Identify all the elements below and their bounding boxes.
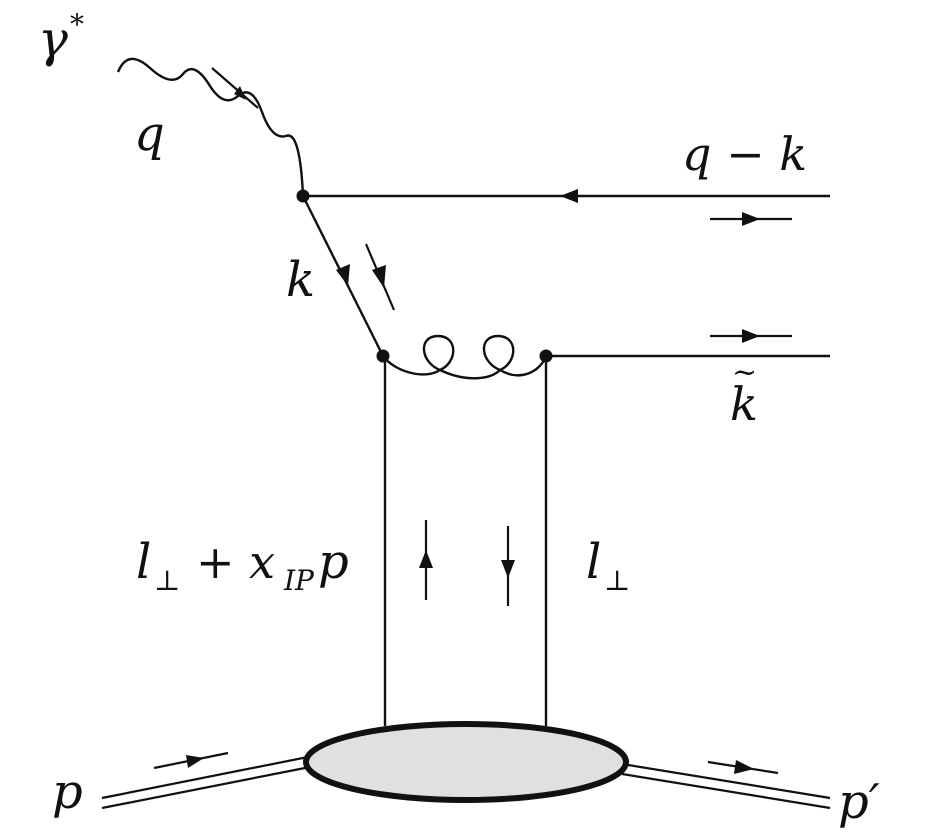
- label-photon: γ: [38, 10, 68, 68]
- label-p-in-sum: p: [318, 534, 349, 590]
- q-minus-k-arrowhead: [560, 189, 578, 203]
- label-k-tilde-accent: ~: [732, 355, 757, 390]
- label-q: q: [134, 106, 165, 162]
- photon-momentum-arrowhead: [234, 86, 246, 100]
- label-k-tilde: k: [730, 377, 758, 431]
- q-minus-k-momentum-arrowhead: [742, 212, 760, 226]
- label-q-minus-k: q − k: [682, 127, 807, 181]
- up-momentum-arrowhead: [419, 550, 433, 568]
- k-momentum-arrowhead: [372, 265, 386, 288]
- gluon-loops: [382, 334, 548, 380]
- label-l-perp-right: l: [586, 534, 601, 590]
- label-p: p: [52, 764, 83, 820]
- proton-in-momentum-arrowhead: [186, 755, 204, 768]
- proton-out-line-2: [621, 772, 831, 810]
- photon-momentum-arrow: [211, 67, 259, 109]
- label-l-perp-left: l: [136, 534, 151, 590]
- proton-out-momentum-arrowhead: [734, 760, 754, 774]
- proton-out-line-1: [621, 762, 831, 800]
- label-p-prime: p′: [838, 774, 880, 830]
- label-l-perp-right-sub: ⊥: [604, 564, 630, 597]
- k-tilde-momentum-arrowhead: [742, 329, 760, 343]
- proton-in-line-2: [101, 765, 311, 810]
- proton-blob: [303, 721, 629, 803]
- label-photon-star: *: [70, 8, 84, 41]
- label-k: k: [286, 252, 315, 308]
- proton-in-line-1: [101, 755, 309, 800]
- down-momentum-arrowhead: [501, 560, 515, 578]
- k-line-arrowhead: [336, 264, 350, 286]
- left-gluon-vertex: [376, 349, 390, 363]
- label-l-perp-left-sub: ⊥: [154, 564, 180, 597]
- label-ip-sub: IP: [283, 564, 315, 597]
- label-plus-x: + x: [196, 535, 275, 589]
- photon-propagator: [116, 57, 305, 197]
